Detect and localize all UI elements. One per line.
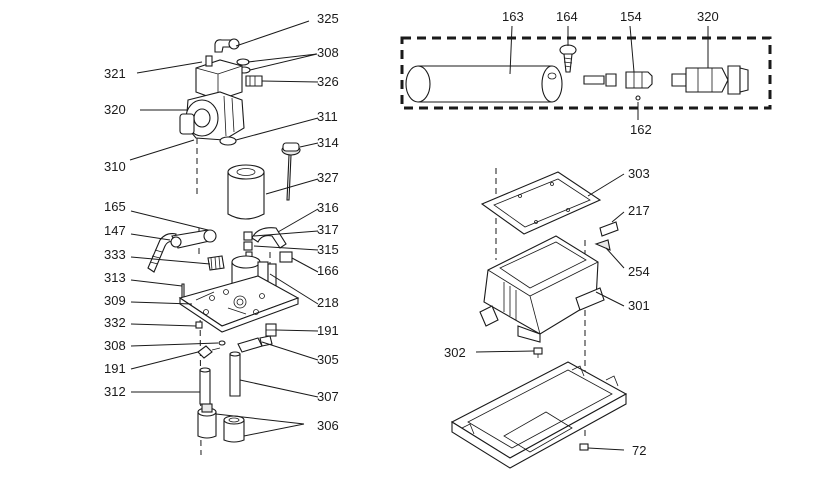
callout-163: 163 — [502, 9, 524, 24]
callout-301: 301 — [628, 298, 650, 313]
part-217-label — [599, 221, 619, 237]
part-327-filter — [227, 164, 265, 220]
callout-147: 147 — [104, 223, 126, 238]
callout-320-detail: 320 — [697, 9, 719, 24]
part-307-pipe — [229, 351, 241, 397]
callout-312: 312 — [104, 384, 126, 399]
part-305-fittings — [237, 335, 273, 353]
callout-320: 320 — [104, 102, 126, 117]
left-pump-assembly — [147, 38, 301, 456]
reservoir-leader-lines — [475, 173, 625, 451]
callout-313: 313 — [104, 270, 126, 285]
callout-166: 166 — [317, 263, 339, 278]
part-254-label — [594, 239, 611, 251]
callout-317: 317 — [317, 222, 339, 237]
callout-305: 305 — [317, 352, 339, 367]
part-333-sensor — [207, 255, 225, 271]
callout-165: 165 — [104, 199, 126, 214]
part-72-screw — [579, 443, 589, 451]
part-191-fitting-right — [265, 323, 277, 337]
callout-72: 72 — [632, 443, 646, 458]
part-326-fitting — [245, 75, 263, 87]
callout-218: 218 — [317, 295, 339, 310]
part-320-fitting — [671, 65, 749, 95]
callout-154: 154 — [620, 9, 642, 24]
callout-309: 309 — [104, 293, 126, 308]
part-317-315-fittings — [243, 231, 253, 259]
part-306-filters — [197, 403, 245, 443]
part-321-valve-block — [195, 55, 243, 101]
part-154-fittings — [583, 71, 653, 101]
callout-321: 321 — [104, 66, 126, 81]
part-312-pipe — [199, 367, 211, 405]
callout-162: 162 — [630, 122, 652, 137]
part-320-pump — [179, 91, 245, 141]
left-leader-lines — [129, 20, 319, 437]
part-301-reservoir — [479, 235, 605, 343]
callout-302: 302 — [444, 345, 466, 360]
callout-217: 217 — [628, 203, 650, 218]
part-332-plug — [195, 321, 203, 329]
callout-311: 311 — [317, 109, 338, 124]
callout-326: 326 — [317, 74, 339, 89]
callout-327: 327 — [317, 170, 339, 185]
part-166-fitting — [279, 251, 293, 263]
callout-303: 303 — [628, 166, 650, 181]
callout-164: 164 — [556, 9, 578, 24]
callout-316: 316 — [317, 200, 339, 215]
part-302-screw — [533, 347, 543, 358]
callout-307: 307 — [317, 389, 339, 404]
reservoir-assembly — [450, 168, 628, 469]
part-303-gasket — [480, 171, 602, 235]
drip-tray — [450, 361, 628, 469]
left-callouts: 325 308 321 326 320 311 314 310 327 165 … — [104, 11, 339, 433]
callout-325: 325 — [317, 11, 339, 26]
part-325-fitting — [214, 38, 240, 53]
right-top-leader-lines — [509, 25, 709, 75]
part-163-cylinder — [405, 65, 563, 103]
callout-310: 310 — [104, 159, 126, 174]
part-191-fitting-left — [197, 345, 221, 359]
detail-box-163-320 — [400, 36, 772, 110]
callout-191-left: 191 — [104, 361, 126, 376]
part-311-oring — [219, 136, 237, 146]
part-164-screw — [559, 44, 577, 73]
part-165-hose — [170, 229, 217, 249]
callout-332: 332 — [104, 315, 126, 330]
right-top-callouts: 163 164 154 320 162 — [502, 9, 719, 137]
callout-308-lower: 308 — [104, 338, 126, 353]
callout-315: 315 — [317, 242, 339, 257]
part-314-dipstick — [281, 142, 301, 201]
callout-333: 333 — [104, 247, 126, 262]
callout-191-right: 191 — [317, 323, 339, 338]
callout-254: 254 — [628, 264, 650, 279]
callout-314: 314 — [317, 135, 339, 150]
reservoir-callouts: 303 217 254 301 302 72 — [444, 166, 650, 458]
part-308-oring-lower — [218, 340, 226, 346]
callout-308-upper: 308 — [317, 45, 339, 60]
callout-306: 306 — [317, 418, 339, 433]
